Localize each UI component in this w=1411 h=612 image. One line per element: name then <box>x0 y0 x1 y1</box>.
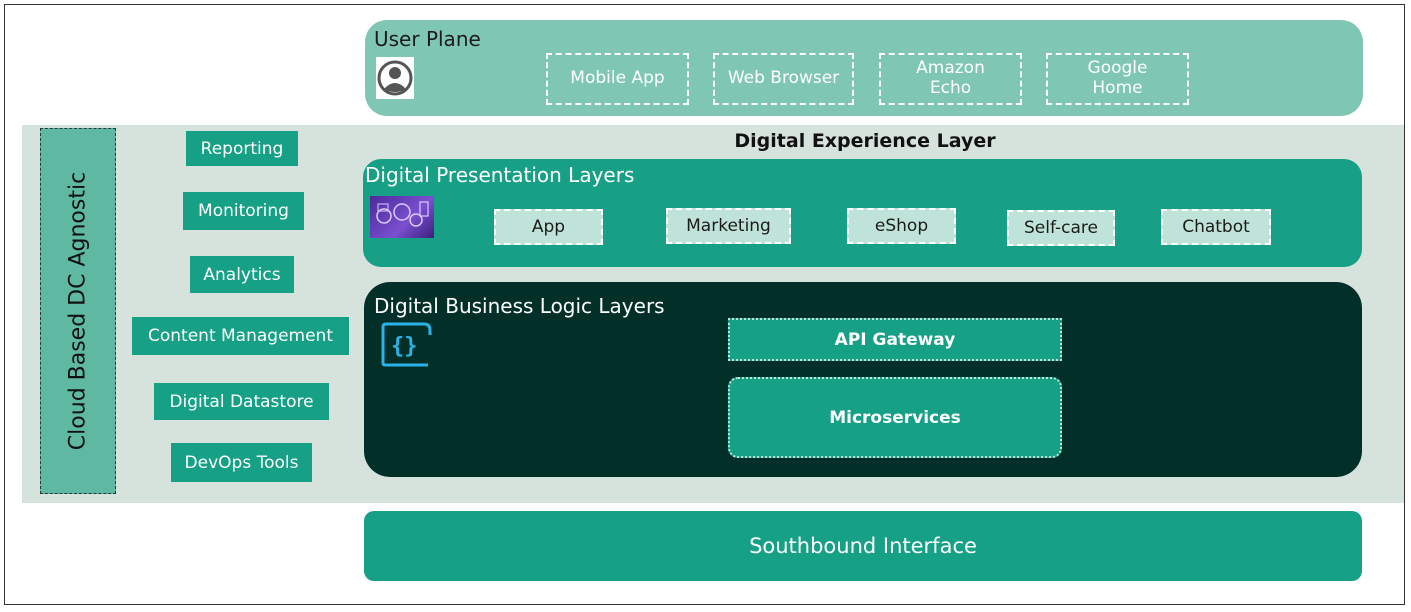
side-tool-devops-tools: DevOps Tools <box>171 443 312 482</box>
user-plane-item-amazon-echo: Amazon Echo <box>879 53 1022 105</box>
code-braces-icon: {} <box>380 321 434 367</box>
user-circle-icon <box>376 57 414 99</box>
svg-text:{}: {} <box>391 334 418 359</box>
side-tool-analytics: Analytics <box>190 256 294 293</box>
microservices-box: Microservices <box>728 377 1062 458</box>
presentation-item-app: App <box>494 209 603 245</box>
diagram-frame <box>4 4 1405 605</box>
presentation-item-eshop: eShop <box>847 208 956 244</box>
side-tool-monitoring: Monitoring <box>183 192 304 230</box>
api-gateway-box: API Gateway <box>728 318 1062 361</box>
presentation-item-self-care: Self-care <box>1007 210 1115 246</box>
side-tool-content-management: Content Management <box>132 317 349 355</box>
user-plane-panel <box>365 20 1363 116</box>
digital-experience-layer-title: Digital Experience Layer <box>734 130 996 152</box>
user-plane-item-web-browser: Web Browser <box>713 53 854 105</box>
user-plane-title: User Plane <box>374 27 481 51</box>
southbound-interface: Southbound Interface <box>364 511 1362 581</box>
side-tool-digital-datastore: Digital Datastore <box>154 383 329 420</box>
business-logic-layers-title: Digital Business Logic Layers <box>374 294 665 318</box>
digital-devices-icon <box>370 196 434 238</box>
presentation-item-chatbot: Chatbot <box>1161 209 1271 245</box>
user-plane-item-mobile-app: Mobile App <box>546 53 689 105</box>
user-plane-item-google-home: Google Home <box>1046 53 1189 105</box>
side-tool-reporting: Reporting <box>186 131 298 166</box>
presentation-item-marketing: Marketing <box>666 208 791 244</box>
cloud-agnostic-label: Cloud Based DC Agnostic <box>65 171 91 451</box>
cloud-agnostic-box: Cloud Based DC Agnostic <box>40 128 116 494</box>
presentation-layers-title: Digital Presentation Layers <box>365 163 635 187</box>
